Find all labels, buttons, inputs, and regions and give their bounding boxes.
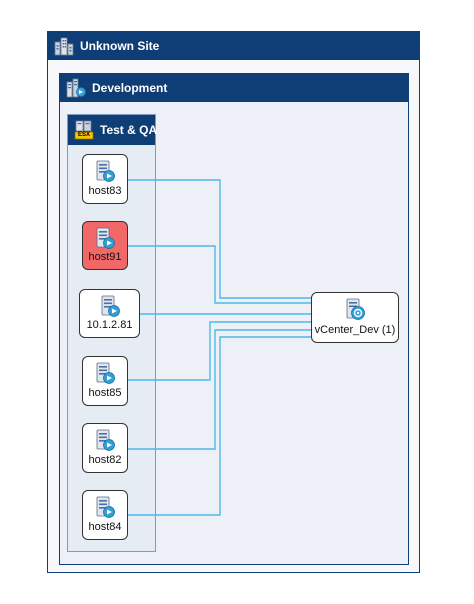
host-label: host85 (88, 387, 122, 399)
connection-line (128, 336, 311, 516)
datacenter-icon (66, 78, 86, 98)
building-icon (54, 36, 74, 56)
host-server-icon (99, 295, 121, 319)
vcenter-node[interactable]: vCenter_Dev (1) (311, 292, 399, 343)
host-node[interactable]: host82 (82, 423, 128, 473)
site-header[interactable]: Unknown Site (48, 32, 419, 60)
host-server-icon (94, 227, 116, 251)
esx-badge: ESX (77, 132, 90, 138)
host-node[interactable]: host85 (82, 356, 128, 406)
datacenter-header[interactable]: Development (60, 74, 408, 102)
host-node[interactable]: host83 (82, 154, 128, 204)
esx-cluster-icon: ESX (74, 120, 94, 140)
connection-line (128, 321, 311, 381)
host-server-icon (94, 429, 116, 453)
host-label: 10.1.2.81 (86, 319, 133, 331)
host-label: host84 (88, 521, 122, 533)
connection-line (128, 179, 311, 299)
vcenter-label: vCenter_Dev (1) (314, 324, 396, 336)
connection-line (128, 329, 311, 450)
host-node[interactable]: host91 (82, 221, 128, 270)
host-server-icon (94, 160, 116, 184)
vcenter-server-icon (344, 298, 366, 322)
host-server-icon (94, 362, 116, 386)
cluster-header[interactable]: ESX Test & QA (68, 115, 158, 145)
host-label: host82 (88, 454, 122, 466)
host-node[interactable]: host84 (82, 490, 128, 540)
host-label: host83 (88, 185, 122, 197)
datacenter-title: Development (92, 81, 168, 95)
cluster-title: Test & QA (100, 123, 158, 137)
connection-line (128, 245, 311, 304)
host-node[interactable]: 10.1.2.81 (79, 289, 140, 338)
host-label: host91 (88, 251, 122, 263)
site-title: Unknown Site (80, 39, 160, 53)
host-server-icon (94, 496, 116, 520)
